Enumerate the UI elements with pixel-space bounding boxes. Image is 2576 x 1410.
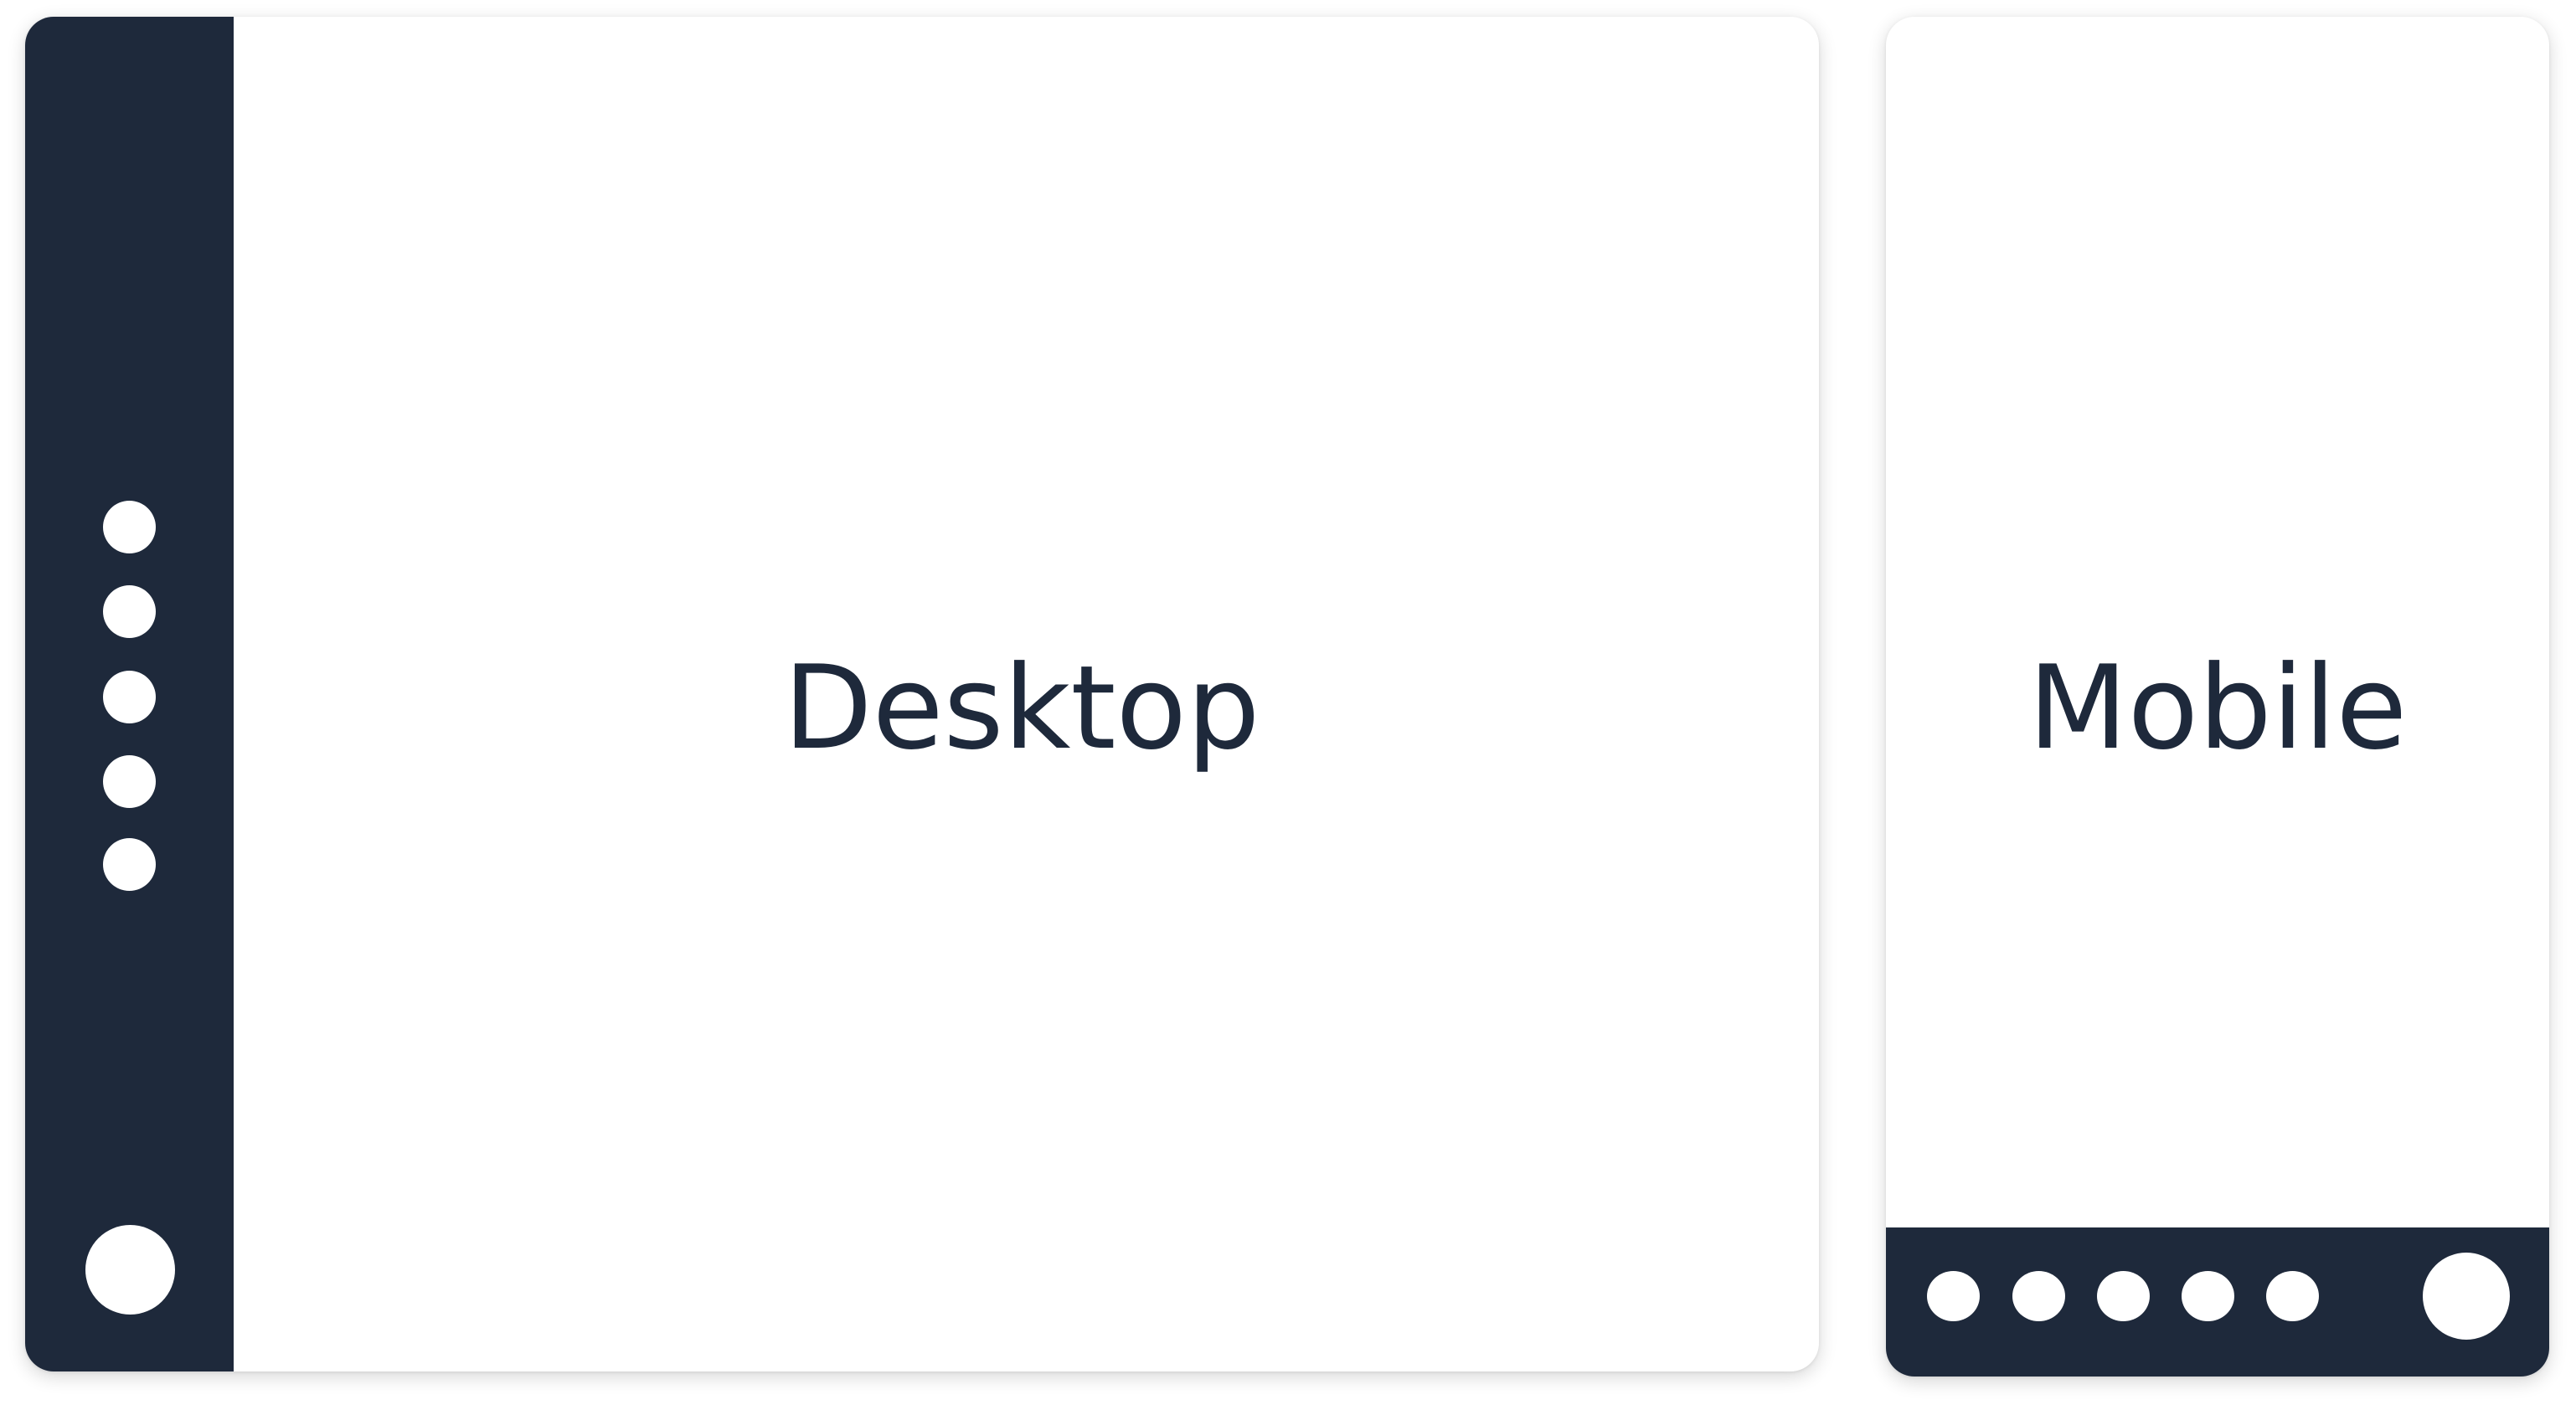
sidebar-nav-item-5[interactable] <box>103 838 156 891</box>
desktop-label: Desktop <box>783 641 1260 775</box>
sidebar-nav-item-3[interactable] <box>103 671 156 723</box>
bottom-nav-item-4[interactable] <box>2182 1271 2234 1321</box>
desktop-sidebar <box>25 17 234 1371</box>
bottom-nav-item-5[interactable] <box>2266 1271 2319 1321</box>
sidebar-nav-item-2[interactable] <box>103 585 156 638</box>
sidebar-nav-item-1[interactable] <box>103 501 156 553</box>
sidebar-nav-item-4[interactable] <box>103 755 156 808</box>
mobile-label: Mobile <box>2027 641 2408 775</box>
bottom-nav-item-3[interactable] <box>2097 1271 2150 1321</box>
mobile-bottom-bar <box>1886 1227 2549 1377</box>
desktop-frame: Desktop <box>25 17 1819 1371</box>
mobile-frame: Mobile <box>1886 17 2549 1377</box>
bottom-nav-item-1[interactable] <box>1927 1271 1980 1321</box>
bottom-nav-item-2[interactable] <box>2012 1271 2065 1321</box>
sidebar-profile-button[interactable] <box>85 1225 175 1315</box>
bottom-profile-button[interactable] <box>2423 1253 2510 1340</box>
